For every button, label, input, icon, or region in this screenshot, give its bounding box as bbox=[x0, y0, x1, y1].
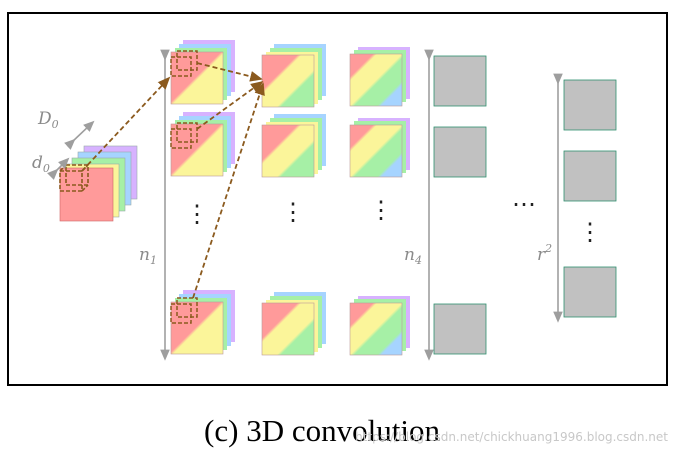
conn-l1mid-to-l2 bbox=[196, 80, 264, 130]
layer4-map-bottom bbox=[433, 303, 487, 355]
layer4-maps bbox=[433, 55, 487, 355]
hellipsis: ⋯ bbox=[512, 192, 536, 218]
layer4-map-top bbox=[433, 55, 487, 107]
conn-input-to-l1top bbox=[81, 76, 171, 172]
D0-label: D0 bbox=[37, 109, 59, 131]
D0-arrow bbox=[64, 120, 95, 150]
layer3-stack-mid bbox=[349, 118, 410, 178]
layer2-stack-bottom bbox=[261, 292, 326, 356]
d0-label: d0 bbox=[32, 153, 50, 175]
output-map-2 bbox=[563, 150, 617, 202]
conn-l1bot-to-l2 bbox=[192, 82, 265, 299]
layer2-vdots: ⋮ bbox=[281, 200, 305, 226]
layer3-stack-top bbox=[349, 47, 410, 107]
conv-connections bbox=[81, 62, 265, 299]
figure-frame bbox=[7, 12, 668, 386]
output-maps bbox=[563, 79, 617, 318]
layer1-stack-top bbox=[170, 40, 235, 105]
layer4-map-mid bbox=[433, 126, 487, 178]
n4-label: n4 bbox=[404, 245, 422, 267]
output-vdots: ⋮ bbox=[578, 220, 602, 246]
layer2-stack-top bbox=[261, 44, 326, 108]
layer1-vdots: ⋮ bbox=[185, 202, 209, 228]
figure-caption: (c) 3D convolution bbox=[204, 413, 440, 448]
layer3-stack-bottom bbox=[349, 296, 410, 356]
layer3-vdots: ⋮ bbox=[369, 198, 393, 224]
input-volume bbox=[59, 145, 138, 222]
watermark: https://blog.csdn.net/chickhuang1996.blo… bbox=[355, 430, 668, 444]
layer1-stack-mid bbox=[170, 112, 235, 177]
r2-label: r2 bbox=[537, 242, 552, 265]
d0-arrow bbox=[47, 157, 70, 180]
layer1-stack-bottom bbox=[170, 290, 235, 355]
conn-l1top-to-l2 bbox=[196, 62, 263, 82]
layer2-stack-mid bbox=[261, 114, 326, 178]
output-map-1 bbox=[563, 79, 617, 131]
n1-label: n1 bbox=[139, 245, 157, 267]
output-map-3 bbox=[563, 266, 617, 318]
